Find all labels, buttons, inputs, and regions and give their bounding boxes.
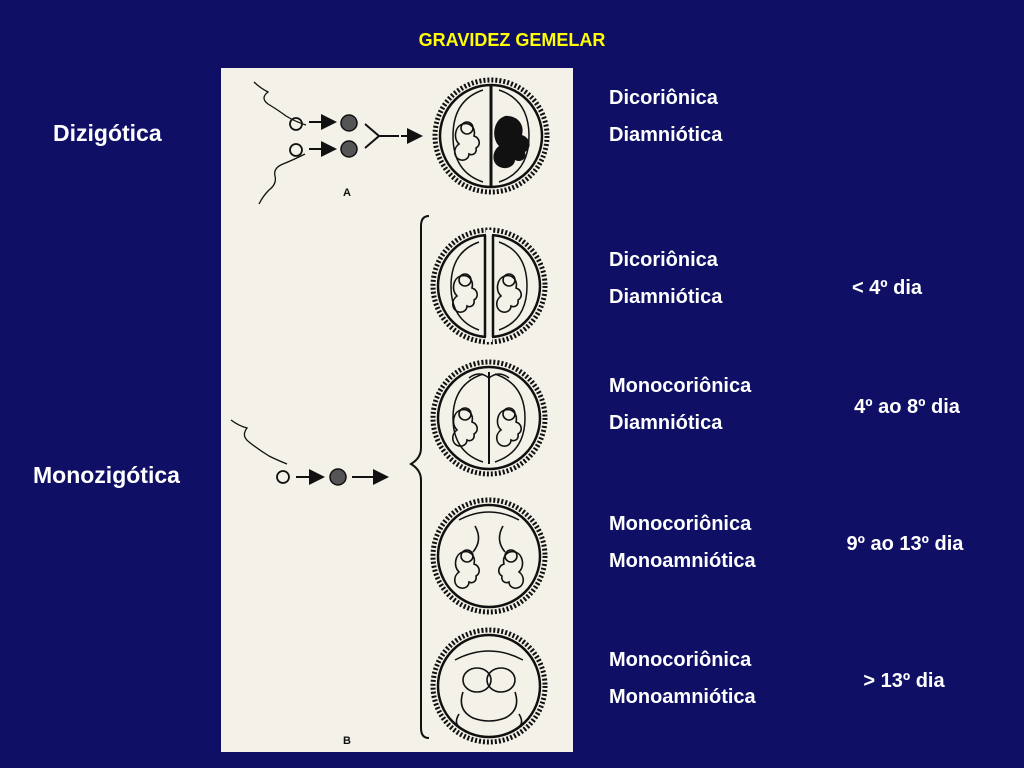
row-1: Dicoriônica Diamniótica (609, 80, 722, 154)
row-4-timing: 9º ao 13º dia (846, 533, 964, 555)
twinning-illustration: A B (221, 68, 573, 752)
row-2-amnion: Diamniótica (609, 286, 723, 308)
panel-a-letter: A (343, 187, 351, 199)
panel-b-letter: B (343, 735, 351, 747)
row-2-timing: < 4º dia (851, 277, 923, 299)
slide-title: GRAVIDEZ GEMELAR (418, 30, 606, 50)
row-4-amnion: Monoamniótica (609, 550, 756, 572)
monozygotic-label: Monozigótica (33, 462, 180, 488)
row-4-chorion: Monocoriônica (609, 513, 752, 535)
row-3-amnion: Diamniótica (609, 412, 723, 434)
dizygotic-label: Dizigótica (53, 120, 162, 146)
row-2-chorion: Dicoriônica (609, 249, 718, 271)
row-4: Monocoriônica Monoamniótica (609, 506, 756, 580)
row-5: Monocoriônica Monoamniótica (609, 642, 756, 716)
row-3-timing: 4º ao 8º dia (854, 396, 960, 418)
row-5-amnion: Monoamniótica (609, 686, 756, 708)
row-3: Monocoriônica Diamniótica (609, 368, 751, 442)
row-1-chorion: Dicoriônica (609, 87, 718, 109)
panel-b: B (230, 230, 545, 747)
row-1-amnion: Diamniótica (609, 124, 723, 146)
row-5-chorion: Monocoriônica (609, 649, 752, 671)
row-3-chorion: Monocoriônica (609, 375, 752, 397)
row-2: Dicoriônica Diamniótica (609, 242, 722, 316)
panel-a: A (253, 80, 547, 205)
row-5-timing: > 13º dia (863, 670, 945, 692)
